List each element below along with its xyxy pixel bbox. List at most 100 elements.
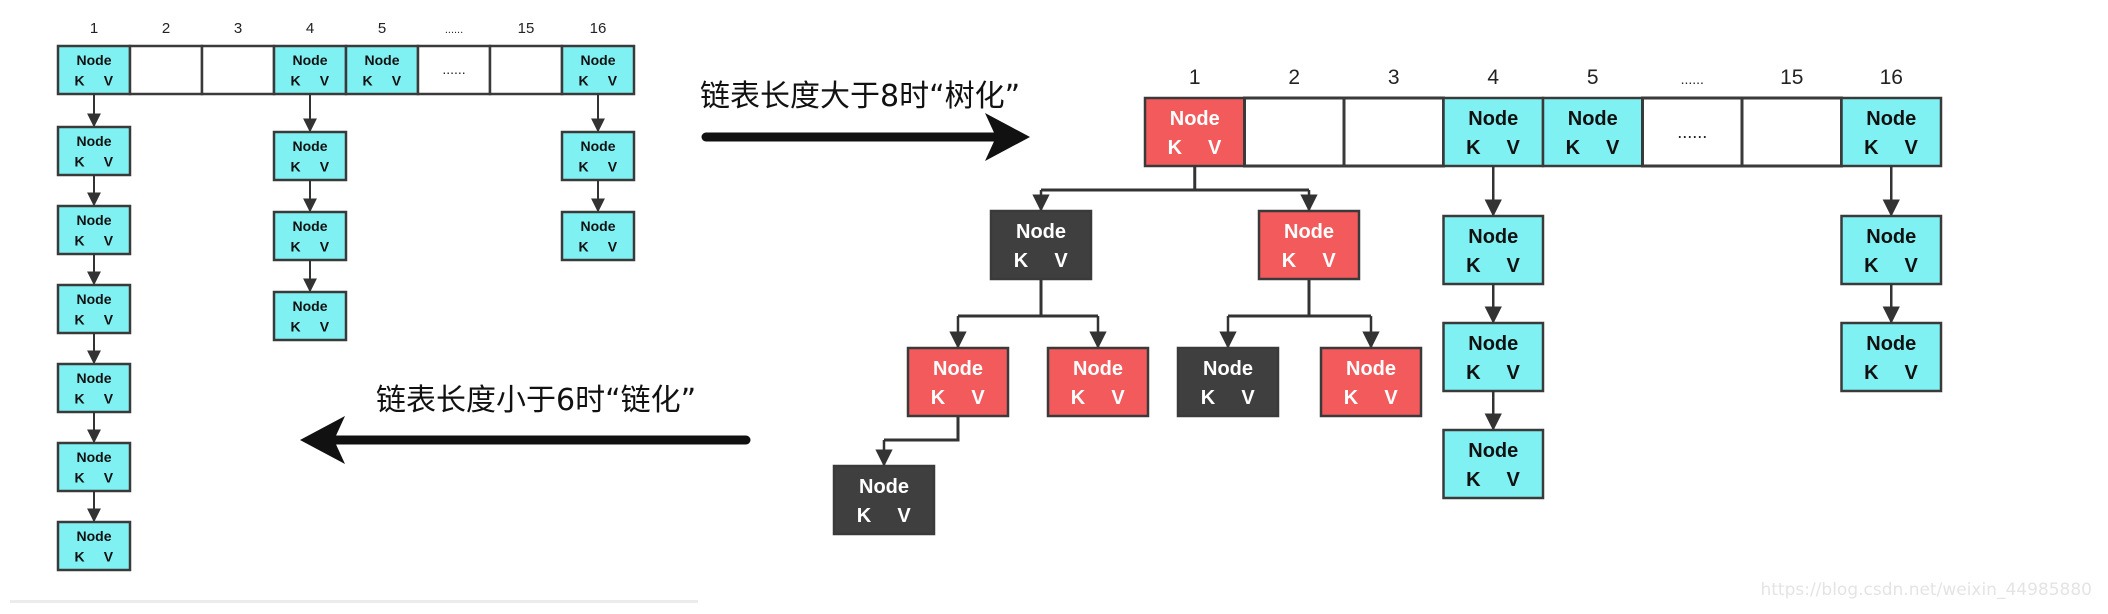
node-value: V: [392, 72, 402, 88]
node-title: Node: [1284, 221, 1334, 243]
bucket-index-label: 2: [162, 20, 170, 37]
node-value: V: [104, 548, 114, 564]
node-key: K: [363, 72, 373, 88]
node-value: V: [1904, 255, 1918, 277]
node-title: Node: [293, 52, 328, 68]
node-value: V: [320, 158, 330, 174]
bucket-index-label: 3: [1388, 66, 1400, 89]
node-value: V: [1241, 387, 1255, 409]
bucket-index-label: ......: [445, 24, 463, 36]
node-value: V: [104, 390, 114, 406]
node-key: K: [1201, 387, 1216, 409]
node-key: K: [931, 387, 946, 409]
node-key: K: [75, 72, 85, 88]
node-key: K: [75, 311, 85, 327]
node-box: [832, 464, 936, 536]
node-box: [56, 362, 132, 414]
node-title: Node: [77, 291, 112, 307]
node-key: K: [579, 72, 589, 88]
node-box: [906, 346, 1010, 418]
empty-bucket: [1243, 96, 1346, 168]
node-value: V: [104, 311, 114, 327]
bucket-index-label: 1: [90, 20, 98, 37]
node-title: Node: [77, 212, 112, 228]
watermark: https://blog.csdn.net/weixin_44985880: [1760, 580, 2092, 600]
node-key: K: [857, 505, 872, 527]
node-title: Node: [581, 218, 616, 234]
node-key: K: [579, 238, 589, 254]
node-title: Node: [77, 449, 112, 465]
separator-line: [10, 600, 698, 603]
node-title: Node: [1866, 333, 1916, 355]
node-key: K: [75, 390, 85, 406]
node-key: K: [1566, 137, 1581, 159]
node-value: V: [608, 72, 618, 88]
node-value: V: [1904, 137, 1918, 159]
treeify-arrow-head: [985, 113, 1030, 161]
node-title: Node: [1866, 226, 1916, 248]
node-key: K: [579, 158, 589, 174]
node-value: V: [1111, 387, 1125, 409]
node-value: V: [608, 238, 618, 254]
node-title: Node: [293, 138, 328, 154]
node-value: V: [897, 505, 911, 527]
node-box: [344, 44, 420, 96]
node-title: Node: [1468, 333, 1518, 355]
node-box: [1840, 96, 1943, 168]
node-box: [1143, 96, 1246, 168]
node-title: Node: [1468, 440, 1518, 462]
node-key: K: [75, 232, 85, 248]
node-box: [560, 130, 636, 182]
node-key: K: [1071, 387, 1086, 409]
bucket-index-label: 15: [518, 20, 535, 37]
node-title: Node: [1170, 108, 1220, 130]
node-title: Node: [1346, 358, 1396, 380]
node-value: V: [320, 318, 330, 334]
node-value: V: [971, 387, 985, 409]
node-title: Node: [1866, 108, 1916, 130]
node-box: [1442, 214, 1545, 286]
bucket-index-label: 4: [1487, 66, 1499, 89]
node-title: Node: [77, 370, 112, 386]
node-box: [56, 204, 132, 256]
node-title: Node: [1568, 108, 1618, 130]
node-title: Node: [581, 52, 616, 68]
node-title: Node: [293, 298, 328, 314]
node-key: K: [75, 548, 85, 564]
node-box: [1319, 346, 1423, 418]
node-value: V: [1904, 362, 1918, 384]
node-title: Node: [1073, 358, 1123, 380]
node-key: K: [291, 72, 301, 88]
node-key: K: [291, 158, 301, 174]
node-value: V: [1322, 250, 1336, 272]
node-box: [1257, 209, 1361, 281]
tree-edge: [884, 416, 960, 442]
node-value: V: [104, 72, 114, 88]
node-title: Node: [365, 52, 400, 68]
empty-bucket: [1641, 96, 1744, 168]
node-key: K: [1864, 362, 1879, 384]
empty-bucket: [128, 44, 204, 96]
node-key: K: [1014, 250, 1029, 272]
